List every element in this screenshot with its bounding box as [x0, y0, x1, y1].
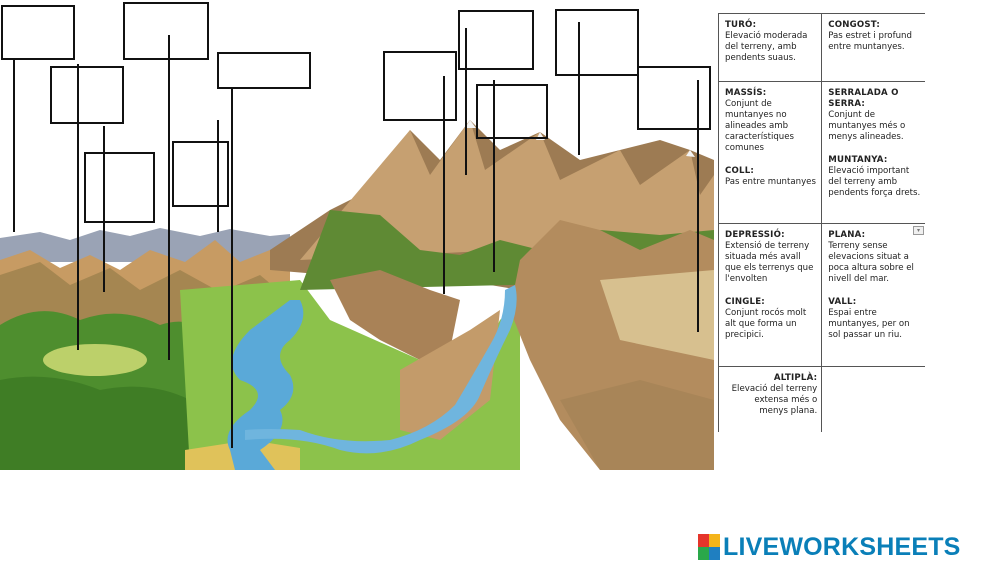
term-vall: VALL:: [828, 297, 857, 307]
def-plana: Terreny sense elevacions situat a poca a…: [828, 241, 914, 284]
hill-turo: [43, 344, 147, 376]
term-altipla: ALTIPLÀ:: [773, 373, 818, 383]
answer-box-7[interactable]: [383, 51, 457, 121]
term-congost: CONGOST:: [828, 20, 881, 30]
def-serralada: Conjunt de muntanyes més o menys alinead…: [828, 110, 906, 142]
liveworksheets-logo-icon: [698, 534, 720, 560]
glossary-cell: TURÓ: Elevació moderada del terreny, amb…: [717, 13, 823, 82]
brand-logo: LIVEWORKSHEETS: [698, 531, 961, 563]
term-serralada: SERRALADA O SERRA:: [828, 88, 899, 109]
term-turo: TURÓ:: [725, 20, 757, 30]
landscape-illustration: [0, 120, 714, 470]
glossary-cell-empty: [821, 366, 925, 432]
glossary-cell: PLANA: Terreny sense elevacions situat a…: [821, 223, 925, 367]
glossary-cell: CONGOST: Pas estret i profund entre munt…: [821, 13, 925, 82]
answer-box-3[interactable]: [50, 66, 124, 124]
river: [227, 300, 304, 450]
term-muntanya: MUNTANYA:: [828, 155, 888, 165]
answer-box-6[interactable]: [172, 141, 229, 207]
answer-box-2[interactable]: [123, 2, 209, 60]
def-cingle: Conjunt rocós molt alt que forma un prec…: [725, 308, 807, 340]
dropdown-handle-icon[interactable]: ▾: [913, 226, 924, 235]
central-cliffs: [330, 270, 460, 360]
def-muntanya: Elevació important del terreny amb pende…: [828, 166, 921, 198]
def-congost: Pas estret i profund entre muntanyes.: [828, 31, 912, 52]
term-cingle: CINGLE:: [725, 297, 765, 307]
def-massis: Conjunt de muntanyes no alineades amb ca…: [725, 99, 794, 153]
glossary-cell: SERRALADA O SERRA: Conjunt de muntanyes …: [821, 81, 925, 224]
term-depressio: DEPRESSIÓ:: [725, 230, 785, 240]
def-altipla: Elevació del terreny extensa més o menys…: [731, 384, 818, 416]
answer-box-4[interactable]: [217, 52, 311, 89]
def-vall: Espai entre muntanyes, per on sol passar…: [828, 308, 910, 340]
answer-box-5[interactable]: [84, 152, 155, 223]
answer-box-10[interactable]: [555, 9, 639, 76]
answer-box-9[interactable]: [476, 84, 548, 139]
term-plana: PLANA:: [828, 230, 866, 240]
def-coll: Pas entre muntanyes: [725, 177, 816, 187]
term-coll: COLL:: [725, 166, 755, 176]
glossary-cell: MASSÍS: Conjunt de muntanyes no alineade…: [717, 81, 823, 224]
answer-box-1[interactable]: [1, 5, 75, 60]
glossary-table: TURÓ: Elevació moderada del terreny, amb…: [717, 13, 925, 432]
def-turo: Elevació moderada del terreny, amb pende…: [725, 31, 808, 63]
glossary-cell: DEPRESSIÓ: Extensió de terreny situada m…: [717, 223, 823, 367]
brand-text: LIVEWORKSHEETS: [723, 532, 961, 561]
answer-box-8[interactable]: [458, 10, 534, 70]
term-massis: MASSÍS:: [725, 88, 767, 98]
answer-box-11[interactable]: [637, 66, 711, 130]
def-depressio: Extensió de terreny situada més avall qu…: [725, 241, 814, 284]
glossary-cell: ALTIPLÀ: Elevació del terreny extensa mé…: [717, 366, 823, 432]
